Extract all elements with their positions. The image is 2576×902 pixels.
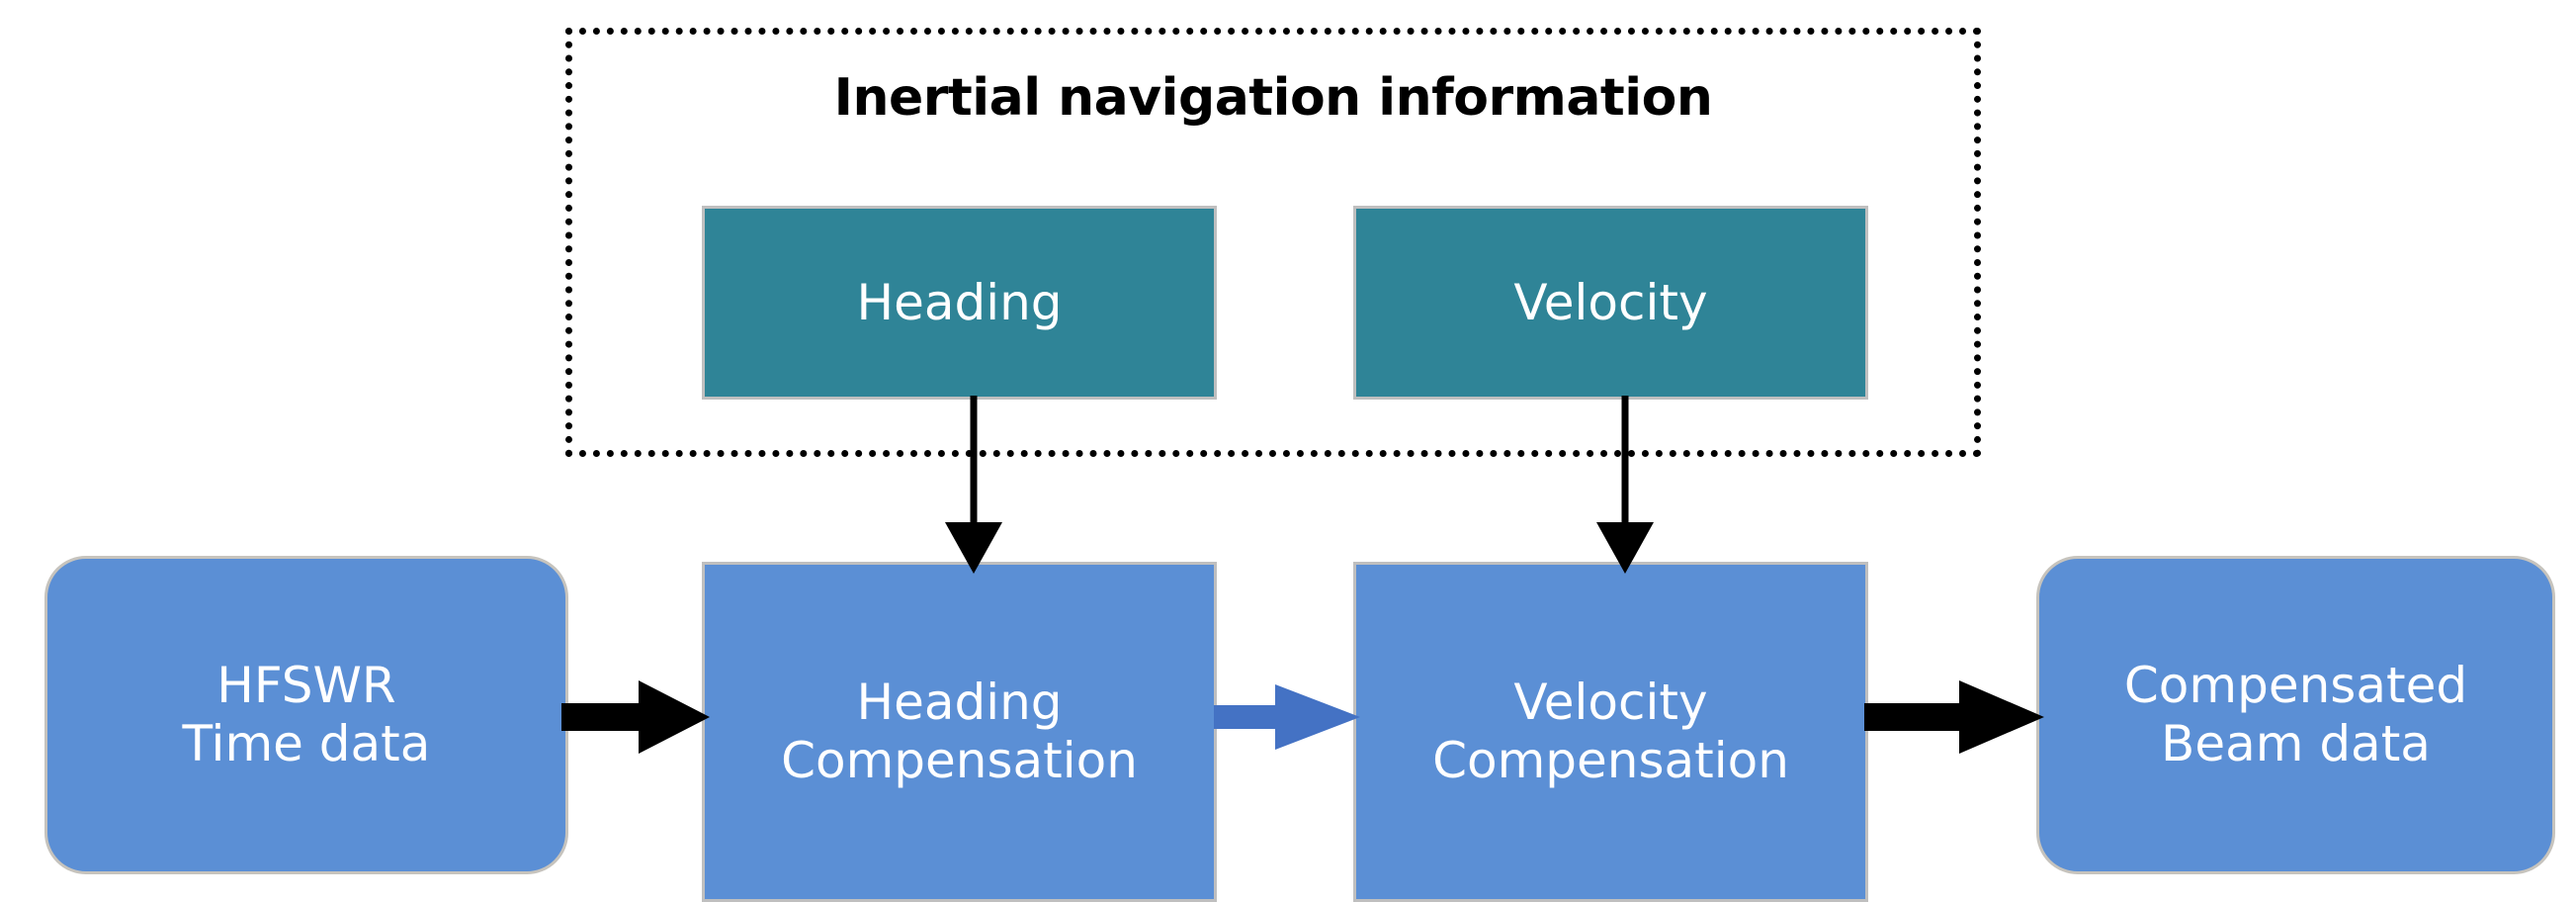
node-velocity[interactable]: Velocity (1353, 206, 1868, 400)
node-velocity-label: Velocity (1513, 273, 1708, 331)
inertial-navigation-group-frame (565, 28, 1981, 457)
node-heading-compensation-label-line2: Compensation (781, 732, 1138, 789)
node-compensated-beam-data-text: Compensated Beam data (2124, 657, 2467, 773)
node-heading-label: Heading (856, 273, 1063, 331)
node-hfswr-time-data[interactable]: HFSWR Time data (44, 556, 568, 874)
arrow-velocity-compensation-to-compensated-beam-data-icon (1864, 680, 2044, 754)
node-hfswr-time-data-text: HFSWR Time data (183, 657, 431, 773)
arrow-hfswr-to-heading-compensation-icon (561, 680, 710, 754)
node-velocity-compensation-label-line1: Velocity (1513, 674, 1708, 731)
node-compensated-beam-data[interactable]: Compensated Beam data (2036, 556, 2555, 874)
arrow-heading-compensation-to-velocity-compensation-icon (1214, 684, 1360, 750)
node-heading[interactable]: Heading (702, 206, 1217, 400)
node-hfswr-time-data-label-line1: HFSWR (216, 657, 396, 714)
node-heading-compensation-text: Heading Compensation (781, 674, 1138, 790)
node-heading-compensation[interactable]: Heading Compensation (702, 562, 1217, 902)
node-velocity-compensation[interactable]: Velocity Compensation (1353, 562, 1868, 902)
node-hfswr-time-data-label-line2: Time data (182, 715, 431, 772)
node-heading-compensation-label-line1: Heading (856, 674, 1063, 731)
arrow-velocity-to-velocity-compensation-icon (1596, 396, 1654, 574)
node-velocity-compensation-text: Velocity Compensation (1432, 674, 1789, 790)
node-velocity-compensation-label-line2: Compensation (1432, 732, 1789, 789)
arrow-heading-to-heading-compensation-icon (945, 396, 1002, 574)
inertial-navigation-group-title: Inertial navigation information (833, 68, 1713, 128)
node-compensated-beam-data-label-line2: Beam data (2161, 715, 2431, 772)
node-compensated-beam-data-label-line1: Compensated (2123, 657, 2468, 714)
